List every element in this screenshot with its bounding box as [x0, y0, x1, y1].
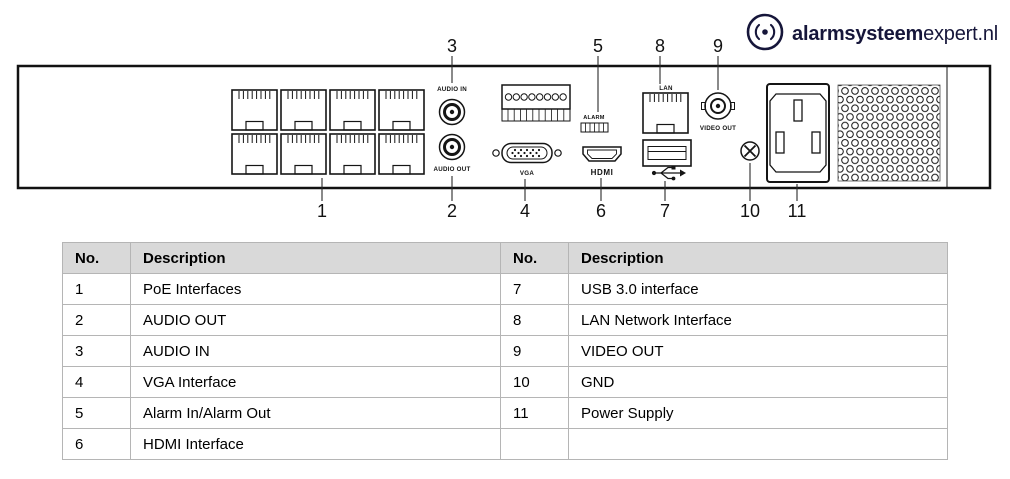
cell-no: 7: [500, 273, 569, 305]
col-header-no-right: No.: [500, 242, 569, 274]
cell-desc: USB 3.0 interface: [568, 273, 948, 305]
logo-wordmark: alarmsysteemexpert.nl: [792, 23, 998, 46]
col-header-no-left: No.: [62, 242, 131, 274]
table-row: 3 AUDIO IN 9 VIDEO OUT: [62, 335, 948, 367]
cell-desc: PoE Interfaces: [130, 273, 501, 305]
table-row: 5 Alarm In/Alarm Out 11 Power Supply: [62, 397, 948, 429]
callout-numbers: 3 5 8 9 1 2 4 6 7 10 11: [317, 36, 806, 221]
callout-1: 1: [317, 201, 327, 221]
cell-no: 10: [500, 366, 569, 398]
cell-desc: [568, 428, 948, 460]
cell-no: 1: [62, 273, 131, 305]
header-row: No. Description No. Description: [62, 242, 948, 274]
cell-no: [500, 428, 569, 460]
cell-desc: AUDIO IN: [130, 335, 501, 367]
vent-grille: [837, 66, 948, 188]
audio-out-jack: AUDIO OUT: [434, 133, 471, 173]
col-header-desc-left: Description: [130, 242, 501, 274]
table-row: 2 AUDIO OUT 8 LAN Network Interface: [62, 304, 948, 336]
cell-desc: Power Supply: [568, 397, 948, 429]
callout-2: 2: [447, 201, 457, 221]
legend-table: No. Description No. Description 1 PoE In…: [62, 242, 948, 460]
audio-in-jack: AUDIO IN: [437, 86, 467, 126]
usb-port: [642, 139, 692, 181]
callout-6: 6: [596, 201, 606, 221]
cell-desc: AUDIO OUT: [130, 304, 501, 336]
logo: alarmsysteemexpert.nl: [745, 12, 998, 57]
cell-no: 11: [500, 397, 569, 429]
table-row: 4 VGA Interface 10 GND: [62, 366, 948, 398]
cell-desc: VIDEO OUT: [568, 335, 948, 367]
cell-desc: VGA Interface: [130, 366, 501, 398]
callout-5: 5: [593, 36, 603, 56]
video-out-bnc: VIDEO OUT: [700, 92, 736, 132]
power-inlet: [766, 83, 830, 183]
callout-4: 4: [520, 201, 530, 221]
cell-no: 5: [62, 397, 131, 429]
table-row: 6 HDMI Interface: [62, 428, 948, 460]
lan-label: LAN: [659, 85, 673, 92]
callout-3: 3: [447, 36, 457, 56]
rear-panel-diagram: AUDIO IN AUDIO OUT ALARM: [16, 36, 992, 221]
cell-desc: Alarm In/Alarm Out: [130, 397, 501, 429]
gnd-screw: [740, 141, 760, 161]
cell-no: 3: [62, 335, 131, 367]
audio-in-label: AUDIO IN: [437, 86, 467, 93]
video-out-label: VIDEO OUT: [700, 125, 736, 132]
vga-label: VGA: [520, 170, 534, 177]
cell-no: 6: [62, 428, 131, 460]
cell-no: 9: [500, 335, 569, 367]
callout-lines: [321, 56, 798, 201]
logo-signal-icon: [745, 12, 785, 57]
col-header-desc-right: Description: [568, 242, 948, 274]
hdmi-connector: HDMI: [582, 146, 622, 177]
callout-11: 11: [788, 201, 807, 221]
cell-desc: HDMI Interface: [130, 428, 501, 460]
cell-no: 8: [500, 304, 569, 336]
vga-connector: VGA: [492, 142, 562, 177]
alarm-label: ALARM: [583, 115, 605, 121]
hdmi-label: HDMI: [591, 168, 614, 177]
callout-8: 8: [655, 36, 665, 56]
callout-10: 10: [740, 201, 760, 221]
cell-no: 4: [62, 366, 131, 398]
cell-desc: GND: [568, 366, 948, 398]
cell-no: 2: [62, 304, 131, 336]
lan-port: LAN: [642, 85, 689, 134]
table-row: 1 PoE Interfaces 7 USB 3.0 interface: [62, 273, 948, 305]
alarm-terminal: ALARM: [501, 84, 609, 133]
callout-7: 7: [660, 201, 670, 221]
cell-desc: LAN Network Interface: [568, 304, 948, 336]
logo-brand-bold: alarmsysteem: [792, 23, 924, 45]
logo-brand-light: expert.nl: [923, 23, 998, 45]
usb-icon: [651, 165, 686, 181]
callout-9: 9: [713, 36, 723, 56]
audio-out-label: AUDIO OUT: [434, 166, 471, 173]
